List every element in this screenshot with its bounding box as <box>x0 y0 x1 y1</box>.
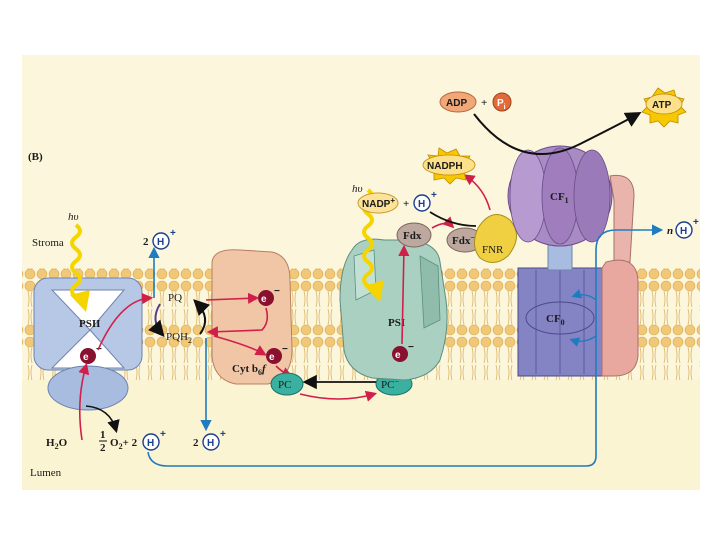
proton-stroma-count: 2 <box>143 236 149 248</box>
pc-minus-label: PC− <box>381 377 399 391</box>
electron-label-psi: e <box>395 350 401 361</box>
fnr-shape <box>474 214 517 263</box>
photon-wave-psii <box>70 223 82 299</box>
proton-stroma-cf: H + <box>675 217 699 239</box>
proton-path-lumen-cf0 <box>147 224 664 467</box>
pi-circle <box>492 92 512 112</box>
water-split-arrow <box>85 405 120 434</box>
nadp-oval <box>357 192 399 214</box>
electron-cyt-lower <box>266 348 282 364</box>
stroma-label: Stroma <box>32 237 64 249</box>
water-label: H2O <box>46 437 68 451</box>
cyt-b6f-complex: Cyt b6f <box>211 249 293 385</box>
svg-text:+: + <box>160 429 166 440</box>
proton-nadp: H + <box>413 190 437 212</box>
peripheral-stalk-upper <box>609 174 635 263</box>
svg-text:H: H <box>207 438 214 449</box>
proton-lumen-count: 2 <box>193 437 199 449</box>
svg-text:H: H <box>418 199 425 210</box>
atp-burst: ATP <box>641 87 687 128</box>
psi-label: PSI <box>388 317 405 329</box>
proton-lumen-psii: H + <box>142 429 166 451</box>
proton-stroma-pq: H + <box>152 228 176 250</box>
cf0-label: CF0 <box>546 313 565 327</box>
proton-lumen-pqh2: H + <box>202 429 226 451</box>
fdx-minus-label: Fdx− <box>452 233 475 247</box>
electron-minus-psi: − <box>408 342 414 353</box>
svg-text:+: + <box>431 190 437 201</box>
atp-synthesis-arrow <box>473 112 642 155</box>
pc-label: PC <box>278 379 291 391</box>
panel-label: (B) <box>28 151 43 163</box>
fnr-label: FNR <box>482 244 504 256</box>
electron-label-cyt-lower: e <box>269 352 275 363</box>
pqh2-cycle-arrow <box>193 299 211 335</box>
cf1-complex: CF1 <box>507 145 613 247</box>
electron-path-water <box>78 362 90 441</box>
svg-text:H: H <box>147 438 154 449</box>
svg-text:+: + <box>170 228 176 239</box>
psi-complex: PSI <box>339 238 448 381</box>
nadph-burst: NADPH <box>422 147 476 185</box>
pi-label: Pi <box>497 98 506 111</box>
pq-label: PQ <box>168 292 182 304</box>
cf0-complex: CF0 <box>517 267 603 377</box>
lumen-region <box>22 380 700 490</box>
photon-label-psi: hυ <box>352 183 363 195</box>
electron-minus-cyt-upper: − <box>274 286 280 297</box>
lumen-label: Lumen <box>30 467 62 479</box>
proton-n-label: n <box>667 225 673 237</box>
oxygen-frac-num: 1 <box>100 429 106 441</box>
nadp-to-fnr-curve <box>429 211 477 227</box>
svg-text:+: + <box>693 217 699 228</box>
cf1-label: CF1 <box>550 191 569 205</box>
electron-path-cyt-pqh2 <box>206 307 269 338</box>
electron-path-pq-cyt <box>205 292 260 304</box>
electron-psii <box>80 348 96 364</box>
psii-label: PSII <box>79 318 100 330</box>
pq-reduction-arrow <box>148 303 165 338</box>
svg-text:H: H <box>157 237 164 248</box>
svg-text:NADPH: NADPH <box>427 161 463 172</box>
nadp-label: NADP+ <box>362 196 395 210</box>
proton-path-cf0-rotor-lower <box>569 335 597 347</box>
nadp-plus-sign: + <box>403 198 409 210</box>
adp-oval <box>439 91 477 113</box>
fdx-label: Fdx <box>403 230 422 242</box>
psii-complex: PSII <box>33 277 143 411</box>
electron-path-psi-fdx <box>398 244 410 345</box>
oxygen-frac-den: 2 <box>100 442 106 454</box>
pqh2-label: PQH2 <box>166 331 192 345</box>
electron-path-psii-pq <box>97 292 154 351</box>
electron-path-pqh2-cytf <box>213 335 267 356</box>
cyt-label: Cyt b6f <box>232 363 267 377</box>
adp-label: ADP <box>446 98 467 109</box>
photon-arrowhead-psii <box>70 290 90 312</box>
electron-minus-cyt-lower: − <box>282 344 288 355</box>
photon-arrowhead-psi <box>364 280 384 302</box>
electron-path-fdx-fdxm <box>431 216 455 229</box>
adp-plus-sign: + <box>481 97 487 109</box>
svg-text:H: H <box>680 226 687 237</box>
electron-cyt-upper <box>258 290 274 306</box>
fdx-oval <box>396 222 432 248</box>
electron-label-cyt-upper: e <box>261 294 267 305</box>
proton-path-cf0-rotor <box>571 289 597 301</box>
svg-text:+: + <box>220 429 226 440</box>
electron-path-pc-psi <box>299 390 378 402</box>
photon-label-psii: hυ <box>68 211 79 223</box>
electron-label-psii: e <box>83 352 89 363</box>
svg-text:ATP: ATP <box>652 100 672 111</box>
electron-path-fnr-nadph <box>463 174 491 211</box>
oxygen-label: O2+ 2 <box>110 437 138 451</box>
peripheral-stalk-lower <box>601 259 639 377</box>
electron-psi <box>392 346 408 362</box>
